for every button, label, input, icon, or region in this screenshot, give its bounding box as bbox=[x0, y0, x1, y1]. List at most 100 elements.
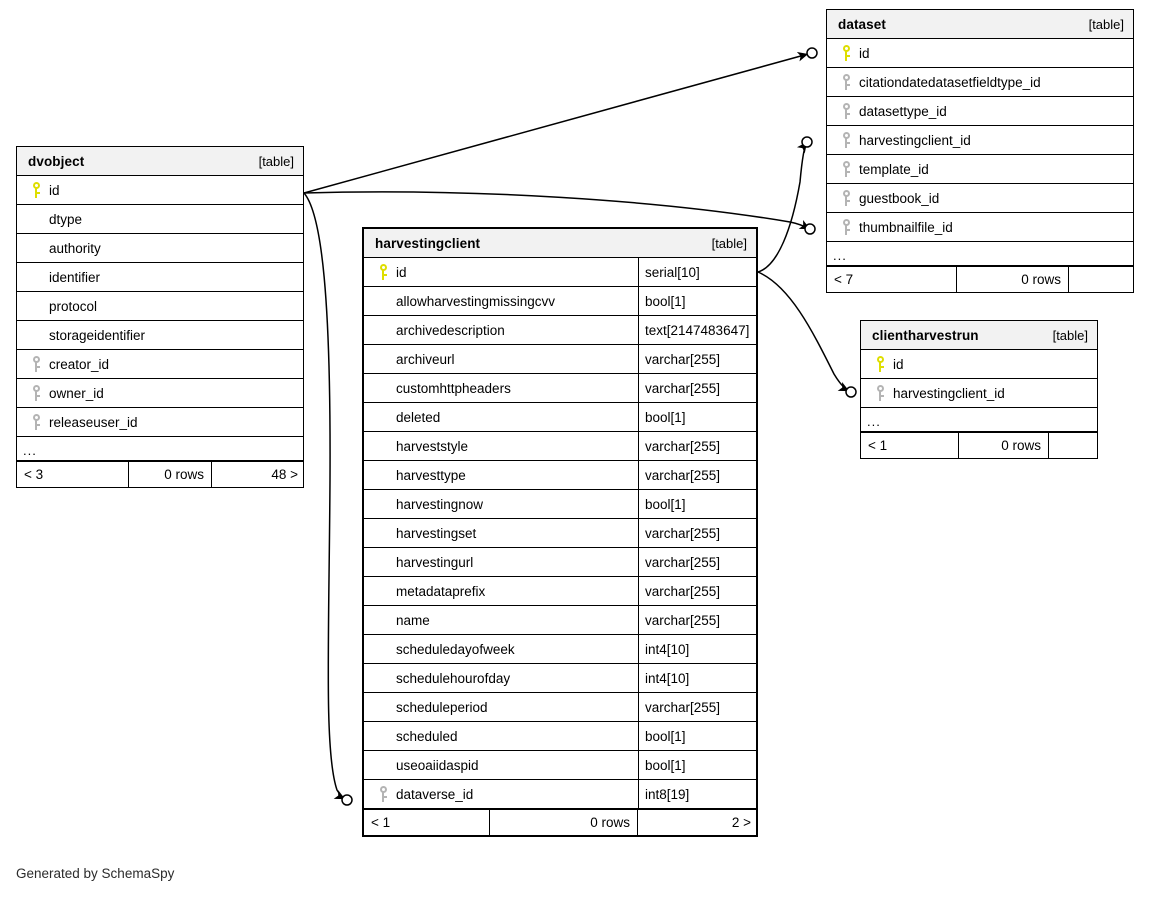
column-row[interactable]: customhttpheaders varchar[255] bbox=[364, 374, 756, 403]
column-label: harvestingnow bbox=[396, 496, 484, 512]
column-row[interactable]: schedulehourofday int4[10] bbox=[364, 664, 756, 693]
table-header-harvestingclient: harvestingclient[table] bbox=[364, 229, 756, 258]
foreign-key-icon bbox=[842, 161, 851, 177]
column-row[interactable]: template_id bbox=[827, 155, 1133, 184]
column-row[interactable]: scheduled bool[1] bbox=[364, 722, 756, 751]
column-name-cell: customhttpheaders bbox=[364, 374, 638, 402]
column-row[interactable]: harvestingset varchar[255] bbox=[364, 519, 756, 548]
primary-key-icon bbox=[379, 264, 388, 280]
column-label: dtype bbox=[49, 211, 83, 227]
column-row[interactable]: thumbnailfile_id bbox=[827, 213, 1133, 242]
key-icon-slot bbox=[25, 414, 47, 430]
column-type-cell: bool[1] bbox=[638, 403, 756, 431]
column-name-cell: creator_id bbox=[17, 350, 303, 378]
column-row[interactable]: harvestingclient_id bbox=[861, 379, 1097, 408]
footer-children-count[interactable]: 48 > bbox=[271, 467, 298, 482]
column-label: citationdatedatasetfieldtype_id bbox=[859, 74, 1041, 90]
column-label: customhttpheaders bbox=[396, 380, 511, 396]
column-type-cell: varchar[255] bbox=[638, 432, 756, 460]
column-row[interactable]: protocol bbox=[17, 292, 303, 321]
edge-dvobject-dataset-thumbnailfile bbox=[303, 191, 811, 230]
column-row[interactable]: dtype bbox=[17, 205, 303, 234]
column-name-cell: harvestingset bbox=[364, 519, 638, 547]
column-name-cell: releaseuser_id bbox=[17, 408, 303, 436]
column-label: harvestingclient_id bbox=[859, 132, 971, 148]
column-name-cell: harvestingclient_id bbox=[827, 126, 1133, 154]
column-label: owner_id bbox=[49, 385, 104, 401]
column-name-cell: template_id bbox=[827, 155, 1133, 183]
foreign-key-icon bbox=[32, 385, 41, 401]
column-label: harvestingset bbox=[396, 525, 477, 541]
column-row[interactable]: harvestingclient_id bbox=[827, 126, 1133, 155]
column-row[interactable]: releaseuser_id bbox=[17, 408, 303, 437]
column-row[interactable]: owner_id bbox=[17, 379, 303, 408]
column-row[interactable]: creator_id bbox=[17, 350, 303, 379]
column-row[interactable]: id bbox=[861, 350, 1097, 379]
column-name-cell: owner_id bbox=[17, 379, 303, 407]
footer-parents-count[interactable]: < 1 bbox=[861, 433, 959, 458]
column-row[interactable]: id bbox=[17, 176, 303, 205]
footer-children-count[interactable] bbox=[1069, 267, 1133, 292]
column-row[interactable]: guestbook_id bbox=[827, 184, 1133, 213]
footer-parents-count[interactable]: < 3 bbox=[17, 462, 129, 487]
column-label: guestbook_id bbox=[859, 190, 940, 206]
column-name-cell: deleted bbox=[364, 403, 638, 431]
column-type-cell: varchar[255] bbox=[638, 548, 756, 576]
footer-children-count[interactable] bbox=[1049, 433, 1097, 458]
table-title: clientharvestrun bbox=[872, 327, 979, 343]
footer-parents-count[interactable]: < 1 bbox=[364, 810, 490, 835]
more-columns-label: ... bbox=[867, 414, 881, 429]
column-name-cell: identifier bbox=[17, 263, 303, 291]
column-name-cell: name bbox=[364, 606, 638, 634]
column-type-label: bool[1] bbox=[645, 728, 686, 744]
column-type-cell: varchar[255] bbox=[638, 693, 756, 721]
column-type-cell: varchar[255] bbox=[638, 374, 756, 402]
footer-children-count[interactable]: 2 > bbox=[731, 815, 751, 830]
column-row[interactable]: id bbox=[827, 39, 1133, 68]
column-row[interactable]: identifier bbox=[17, 263, 303, 292]
column-type-label: varchar[255] bbox=[645, 351, 721, 367]
column-type-cell: int4[10] bbox=[638, 664, 756, 692]
column-label: template_id bbox=[859, 161, 929, 177]
footer-parents-count[interactable]: < 7 bbox=[827, 267, 957, 292]
column-type-label: int8[19] bbox=[645, 786, 690, 802]
column-row[interactable]: datasettype_id bbox=[827, 97, 1133, 126]
column-type-label: varchar[255] bbox=[645, 525, 721, 541]
column-name-cell: scheduleperiod bbox=[364, 693, 638, 721]
column-name-cell: scheduledayofweek bbox=[364, 635, 638, 663]
foreign-key-icon bbox=[842, 190, 851, 206]
column-type-cell: serial[10] bbox=[638, 258, 756, 286]
table-title: dataset bbox=[838, 16, 886, 32]
column-row[interactable]: storageidentifier bbox=[17, 321, 303, 350]
foreign-key-icon bbox=[32, 414, 41, 430]
column-label: schedulehourofday bbox=[396, 670, 511, 686]
column-row[interactable]: authority bbox=[17, 234, 303, 263]
column-label: creator_id bbox=[49, 356, 110, 372]
column-row[interactable]: citationdatedatasetfieldtype_id bbox=[827, 68, 1133, 97]
foreign-key-icon bbox=[32, 356, 41, 372]
column-name-cell: scheduled bbox=[364, 722, 638, 750]
column-type-cell: bool[1] bbox=[638, 287, 756, 315]
